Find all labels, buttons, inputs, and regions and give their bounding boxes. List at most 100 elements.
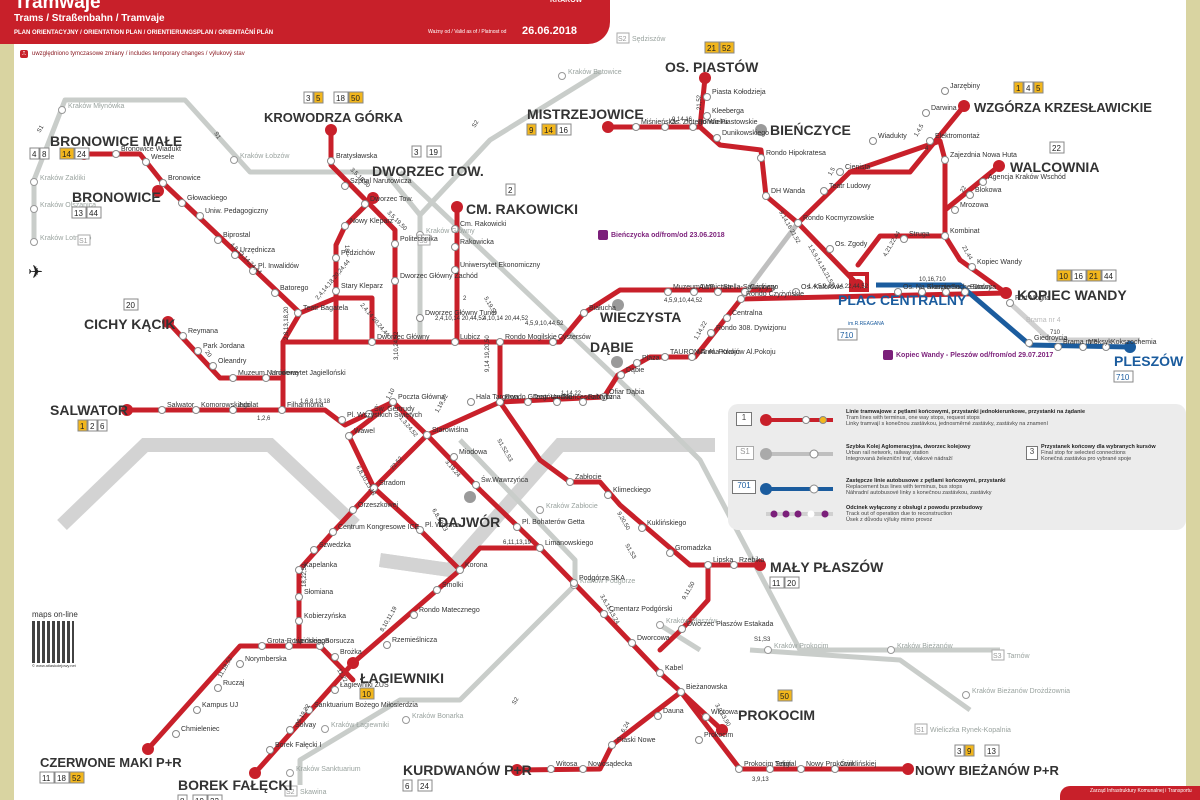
tram-stop[interactable] [942, 288, 950, 296]
qr-code[interactable] [32, 621, 74, 663]
tram-stop[interactable] [295, 617, 303, 625]
tram-stop[interactable] [604, 491, 612, 499]
tram-stop[interactable] [172, 730, 180, 738]
tram-stop[interactable] [329, 528, 337, 536]
tram-stop[interactable] [951, 206, 959, 214]
tram-stop[interactable] [295, 593, 303, 601]
tram-stop[interactable] [820, 187, 828, 195]
tram-stop[interactable] [704, 561, 712, 569]
line-badge[interactable] [417, 779, 433, 792]
rail-station[interactable] [764, 646, 772, 654]
tram-stop[interactable] [661, 123, 669, 131]
tram-stop[interactable] [723, 314, 731, 322]
line-badge[interactable] [526, 123, 537, 136]
tram-stop[interactable] [735, 765, 743, 773]
line-badge[interactable] [402, 779, 413, 792]
tram-stop[interactable] [689, 123, 697, 131]
tram-stop[interactable] [338, 416, 346, 424]
tram-stop[interactable] [361, 200, 369, 208]
line-badge[interactable] [541, 123, 557, 136]
terminus-dot[interactable] [347, 657, 359, 669]
line-badge[interactable] [964, 744, 975, 757]
rail-station[interactable] [30, 178, 38, 186]
line-badge[interactable] [784, 576, 800, 589]
tram-stop[interactable] [664, 288, 672, 296]
tram-stop[interactable] [547, 765, 555, 773]
tram-stop[interactable] [262, 374, 270, 382]
tram-stop[interactable] [600, 610, 608, 618]
line-badge[interactable] [39, 147, 50, 160]
tram-stop[interactable] [632, 123, 640, 131]
terminus-dot[interactable] [993, 160, 1005, 172]
tram-stop[interactable] [869, 137, 877, 145]
line-badge[interactable] [837, 328, 858, 341]
terminus-dot[interactable] [902, 763, 914, 775]
terminus-dot[interactable] [451, 201, 463, 213]
tram-stop[interactable] [570, 579, 578, 587]
tram-stop[interactable] [332, 287, 340, 295]
tram-stop[interactable] [633, 359, 641, 367]
tram-stop[interactable] [341, 182, 349, 190]
tram-stop[interactable] [294, 309, 302, 317]
tram-stop[interactable] [797, 765, 805, 773]
tram-stop[interactable] [792, 288, 800, 296]
terminus-dot[interactable] [142, 743, 154, 755]
tram-stop[interactable] [196, 212, 204, 220]
line-badge[interactable] [1023, 81, 1034, 94]
line-badge[interactable] [74, 147, 90, 160]
line-badge[interactable] [984, 744, 1000, 757]
tram-stop[interactable] [112, 150, 120, 158]
terminus-dot[interactable] [1124, 341, 1136, 353]
terminus-dot[interactable] [249, 767, 261, 779]
tram-stop[interactable] [677, 688, 685, 696]
tram-stop[interactable] [179, 332, 187, 340]
tram-stop[interactable] [536, 544, 544, 552]
line-badge[interactable] [505, 183, 516, 196]
line-badge[interactable] [207, 794, 223, 800]
tram-stop[interactable] [826, 245, 834, 253]
line-badge[interactable] [86, 206, 102, 219]
line-badge[interactable] [704, 41, 720, 54]
rail-station[interactable] [558, 72, 566, 80]
tram-stop[interactable] [295, 566, 303, 574]
tram-stop[interactable] [702, 713, 710, 721]
tram-stop[interactable] [617, 371, 625, 379]
terminus-dot[interactable] [511, 764, 523, 776]
tram-stop[interactable] [496, 398, 504, 406]
line-badge[interactable] [59, 147, 75, 160]
tram-stop[interactable] [331, 686, 339, 694]
line-badge[interactable] [192, 794, 208, 800]
line-badge[interactable] [411, 145, 422, 158]
line-badge[interactable] [359, 687, 375, 700]
tram-stop[interactable] [368, 338, 376, 346]
tram-stop[interactable] [656, 669, 664, 677]
tram-stop[interactable] [979, 178, 987, 186]
terminus-dot[interactable] [852, 279, 864, 291]
terminus-dot[interactable] [611, 356, 623, 368]
tram-stop[interactable] [229, 406, 237, 414]
line-badge[interactable] [1113, 370, 1134, 383]
tram-stop[interactable] [628, 639, 636, 647]
tram-stop[interactable] [194, 347, 202, 355]
line-badge[interactable] [1086, 269, 1102, 282]
tram-stop[interactable] [600, 393, 608, 401]
tram-stop[interactable] [713, 134, 721, 142]
tram-stop[interactable] [193, 706, 201, 714]
tram-stop[interactable] [433, 586, 441, 594]
line-badge[interactable] [556, 123, 572, 136]
tram-stop[interactable] [661, 353, 669, 361]
tram-stop[interactable] [450, 453, 458, 461]
tram-stop[interactable] [209, 362, 217, 370]
tram-stop[interactable] [451, 225, 459, 233]
tram-stop[interactable] [365, 410, 373, 418]
rail-station[interactable] [30, 205, 38, 213]
line-badge[interactable] [71, 206, 87, 219]
line-badge[interactable] [177, 794, 188, 800]
line-badge[interactable] [77, 419, 88, 432]
tram-stop[interactable] [1025, 339, 1033, 347]
line-badge[interactable] [954, 744, 965, 757]
tram-stop[interactable] [231, 251, 239, 259]
tram-stop[interactable] [968, 263, 976, 271]
tram-stop[interactable] [757, 154, 765, 162]
tram-stop[interactable] [472, 481, 480, 489]
